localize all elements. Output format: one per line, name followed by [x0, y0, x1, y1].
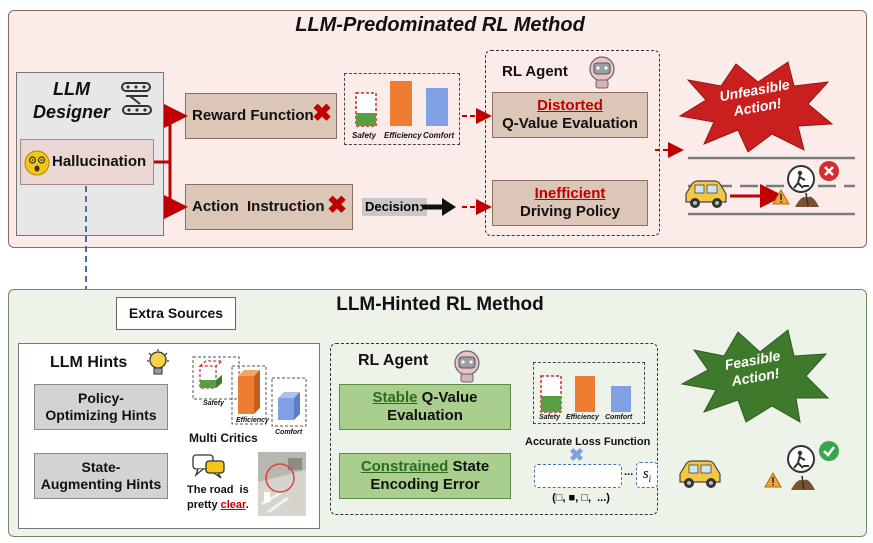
action-instruction-box: Action Instruction [185, 184, 353, 230]
bottom-warning-icon [764, 472, 782, 488]
distorted-qvalue-box: Distorted Q-Value Evaluation [492, 92, 648, 138]
road-photo [258, 452, 306, 516]
reward-bars-frame [344, 73, 460, 145]
stable-qvalue-label: Q-Value Evaluation [387, 389, 478, 424]
accurate-bar-label-safety: Safety [539, 414, 561, 421]
reward-cross-icon: ✖ [312, 100, 333, 127]
top-rl-agent-label: RL Agent [502, 63, 568, 80]
multi-critics-label: Multi Critics [189, 431, 258, 445]
inefficient-policy-box: Inefficient Driving Policy [492, 180, 648, 226]
check-icon [819, 441, 839, 461]
stable-line: Stable Q-Value Evaluation [372, 389, 477, 425]
bottom-car-icon [679, 460, 721, 488]
state-hints-label: State- Augmenting Hints [40, 459, 162, 492]
bottom-rl-agent-frame [330, 343, 658, 515]
robot-arm-icon [121, 82, 152, 115]
reward-bars [355, 81, 448, 127]
warning-icon [772, 189, 790, 205]
speech-period: . [245, 498, 249, 511]
state-vector-label: (□, ■, □, ...) [552, 492, 610, 504]
vector-ellipsis: ... [624, 466, 634, 478]
stable-qvalue-box: Stable Q-Value Evaluation [339, 384, 511, 430]
qvalue-label: Q-Value Evaluation [502, 115, 638, 132]
reward-function-label: Reward Function [192, 107, 314, 124]
policy-hints-box: Policy- Optimizing Hints [34, 384, 168, 430]
accurate-bars [540, 375, 631, 413]
vector-cross-icon: ✖ [569, 445, 585, 465]
state-label: State [448, 458, 490, 475]
critic-label-comfort: Comfort [275, 429, 303, 436]
top-title: LLM-Predominated RL Method [295, 14, 585, 36]
state-subscript: i [648, 474, 652, 484]
unfeasible-burst-shape [678, 61, 834, 152]
bottom-dirt-pile-icon [791, 475, 815, 490]
bottom-worker-sign-icon [787, 445, 815, 473]
speech-line-2: pretty [187, 498, 221, 511]
accurate-bar-label-efficiency: Efficiency [566, 414, 599, 421]
constrained-encoding-box: Constrained State Encoding Error [339, 453, 511, 499]
reward-bar-label-comfort: Comfort [423, 131, 455, 140]
decision-label: Decision: [365, 199, 424, 214]
car-icon [685, 180, 727, 208]
driving-policy-label: Driving Policy [519, 203, 621, 220]
bottom-rl-agent-label: RL Agent [358, 352, 429, 369]
robot-head-icon [589, 56, 615, 89]
state-symbol-box: si [636, 462, 658, 488]
distorted-label: Distorted [537, 97, 603, 114]
inefficient-label: Inefficient [534, 185, 606, 202]
extra-sources-label: Extra Sources [128, 305, 224, 322]
state-hints-box: State- Augmenting Hints [34, 453, 168, 499]
multi-critics-graphic [192, 356, 307, 427]
top-rl-agent-frame [485, 50, 660, 236]
decision-tag: Decision: [362, 198, 427, 216]
action-instruction-label: Action Instruction [192, 198, 325, 215]
reward-bar-label-efficiency: Efficiency [384, 131, 422, 140]
speech-line-1: The road is [187, 484, 249, 496]
feasible-burst-shape [680, 329, 830, 423]
lightbulb-icon [147, 349, 169, 375]
constrained-line: Constrained State [361, 458, 489, 476]
bottom-robot-head-icon [454, 350, 480, 383]
designer-label: LLM Designer [33, 79, 111, 122]
dizzy-face-icon [24, 150, 50, 176]
speech-text: The road is pretty clear. [187, 483, 257, 513]
reward-bar-label-safety: Safety [352, 131, 377, 140]
dirt-pile-icon [795, 192, 819, 207]
state-vector-box: (□, ■, □, ...) [534, 464, 622, 504]
arrow-right-icon [422, 198, 456, 216]
accurate-loss-label: Accurate Loss Function [525, 436, 651, 448]
extra-sources-box: Extra Sources [116, 297, 236, 330]
state-symbol: s [642, 466, 649, 482]
constrained-label: Constrained [360, 458, 449, 475]
accurate-bar-label-comfort: Comfort [605, 414, 633, 421]
action-cross-icon: ✖ [327, 192, 348, 219]
accurate-bars-frame [533, 362, 645, 424]
policy-hints-label: Policy- Optimizing Hints [45, 390, 157, 423]
hallucination-label: Hallucination [52, 153, 147, 170]
critic-label-efficiency: Efficiency [236, 417, 269, 424]
encoding-error-label: Encoding Error [370, 476, 480, 493]
speech-clear: clear [220, 498, 246, 511]
x-mark-icon [819, 161, 839, 181]
worker-sign-icon [787, 165, 815, 193]
speech-bubble-icon [192, 454, 225, 479]
llm-hints-label: LLM Hints [50, 354, 128, 371]
critic-label-safety: Safety [203, 400, 225, 407]
stable-label: Stable [372, 389, 418, 406]
bottom-title: LLM-Hinted RL Method [336, 294, 544, 315]
reward-function-box: Reward Function [185, 93, 337, 139]
